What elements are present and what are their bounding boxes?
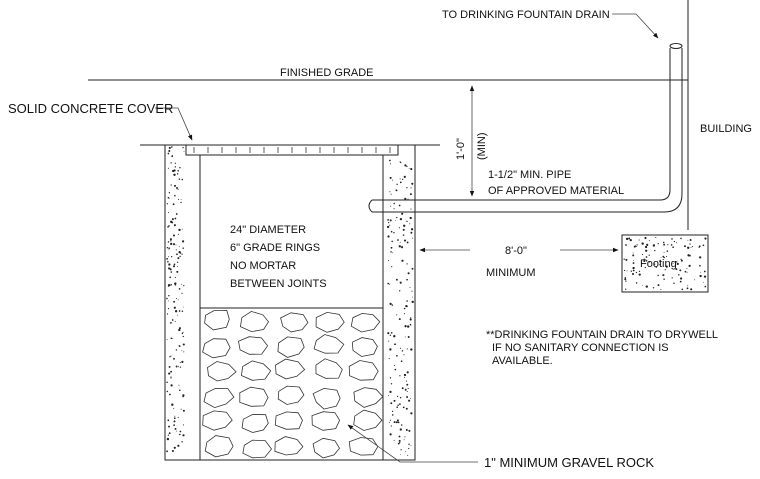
diameter-label: 24" DIAMETER — [230, 224, 306, 236]
depth-min-label: (MIN) — [476, 133, 488, 161]
gravel-rocks — [202, 309, 384, 459]
depth-label: 1'-0" — [455, 138, 467, 160]
building-label: BUILDING — [700, 123, 752, 135]
concrete-speckle — [166, 146, 414, 456]
drain-to-label: TO DRINKING FOUNTAIN DRAIN — [442, 9, 610, 21]
drain-leader — [612, 13, 659, 39]
note-line2: IF NO SANITARY CONNECTION IS — [492, 342, 669, 354]
between-joints-label: BETWEEN JOINTS — [230, 278, 327, 290]
pipe-label-line1: 1-1/2" MIN. PIPE — [488, 169, 571, 181]
drain-pipe-inner — [415, 48, 683, 213]
distance-label: 8'-0" — [505, 245, 527, 257]
footing-label: Footing — [640, 258, 677, 270]
pipe-label-line2: OF APPROVED MATERIAL — [488, 185, 624, 197]
no-mortar-label: NO MORTAR — [230, 260, 296, 272]
drain-pipe-end — [669, 43, 683, 49]
minimum-label: MINIMUM — [486, 267, 536, 279]
cover-leader — [155, 107, 193, 141]
drain-pipe-break — [368, 199, 373, 213]
rings-label: 6" GRADE RINGS — [230, 242, 320, 254]
drywell-left-wall — [164, 144, 201, 461]
drywell-right-wall — [382, 144, 416, 461]
gravel-label: 1" MINIMUM GRAVEL ROCK — [484, 455, 654, 470]
note-line3: AVAILABLE. — [492, 355, 553, 367]
footing-speckle — [623, 236, 707, 291]
cover-label: SOLID CONCRETE COVER — [8, 101, 173, 116]
gravel-zone — [199, 307, 384, 461]
cover-hatching — [193, 147, 391, 153]
drain-pipe-outer — [415, 48, 671, 201]
finished-grade-label: FINISHED GRADE — [280, 67, 374, 79]
gravel-leader — [347, 424, 478, 463]
note-line1: **DRINKING FOUNTAIN DRAIN TO DRYWELL — [486, 329, 718, 341]
